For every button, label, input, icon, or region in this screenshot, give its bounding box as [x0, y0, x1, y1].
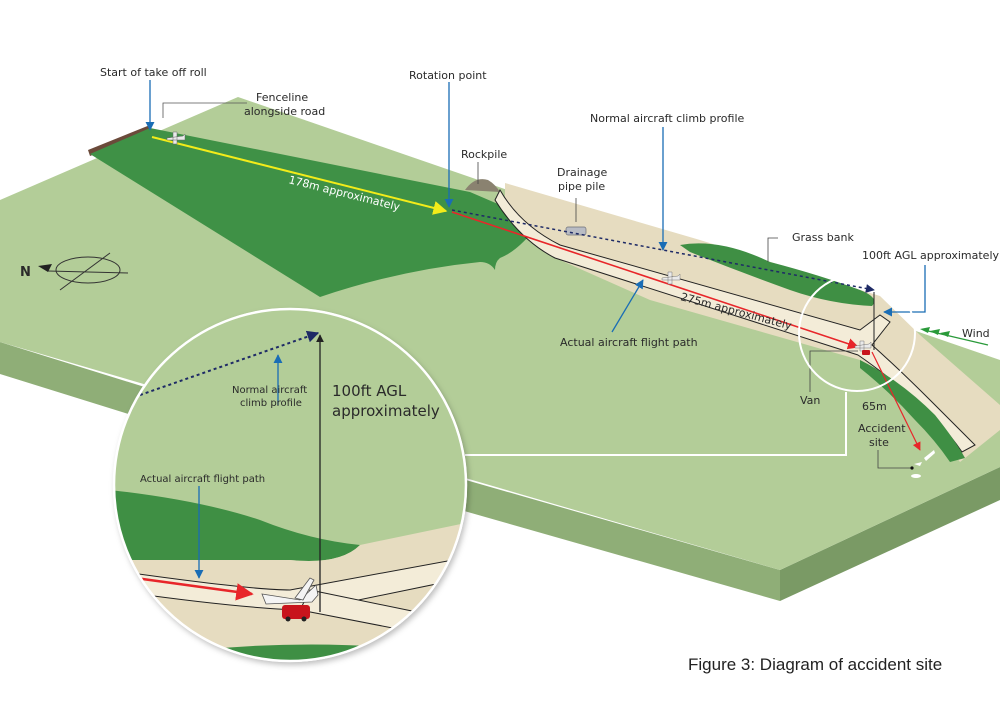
zoom-connector	[465, 392, 847, 456]
wreckage-icon	[911, 450, 935, 478]
inset-label-actual-path: Actual aircraft flight path	[140, 474, 265, 485]
road-surface	[494, 188, 976, 453]
grass-bank-lower	[860, 360, 965, 462]
accident-site-callout	[877, 450, 912, 469]
label-north: N	[20, 265, 31, 280]
takeoff-roll-line	[151, 136, 448, 215]
inset-label-agl-2: approximately	[332, 402, 440, 420]
label-wind: Wind	[962, 327, 990, 340]
fenceline-callout	[162, 102, 247, 118]
label-accident-1: Accident	[858, 422, 906, 435]
label-start-takeoff: Start of take off roll	[100, 66, 207, 79]
agl-callout	[883, 265, 926, 317]
label-65m: 65m	[862, 400, 887, 413]
label-agl: 100ft AGL approximately	[862, 249, 1000, 262]
actual-flight-path	[451, 211, 860, 350]
inset-border	[112, 307, 468, 663]
wind-arrow-icon	[920, 327, 989, 346]
north-compass-icon	[38, 252, 129, 291]
aircraft-midpath-icon	[661, 271, 681, 285]
label-van: Van	[800, 394, 820, 407]
grass-bank	[680, 243, 875, 306]
label-drainage-1: Drainage	[557, 166, 607, 179]
label-fenceline-1: Fenceline	[256, 91, 308, 104]
distance-65m-line	[871, 351, 921, 451]
airstrip-grass	[90, 128, 540, 297]
zoom-focus-circle	[798, 274, 916, 392]
aircraft-start-icon	[166, 131, 186, 145]
inset-van-icon	[282, 605, 310, 622]
label-normal-climb: Normal aircraft climb profile	[590, 112, 745, 125]
inset-label-normal-climb-2: climb profile	[240, 398, 302, 409]
label-rotation-point: Rotation point	[409, 69, 487, 82]
inset-content	[114, 309, 466, 661]
inset-aircraft-icon	[261, 577, 319, 605]
label-accident-2: site	[869, 436, 889, 449]
road-verge	[505, 183, 1000, 462]
label-drainage-2: pipe pile	[558, 180, 605, 193]
inset-label-normal-climb-1: Normal aircraft	[232, 385, 307, 396]
inset-label-agl-1: 100ft AGL	[332, 382, 407, 400]
actual-path-callout	[611, 279, 644, 333]
label-rockpile: Rockpile	[461, 148, 507, 161]
van-icon	[862, 350, 870, 355]
grass-bank-callout	[767, 237, 778, 262]
label-grass-bank: Grass bank	[792, 231, 854, 244]
label-actual-path: Actual aircraft flight path	[560, 336, 698, 349]
accident-site-marker	[910, 466, 914, 470]
field-side-right	[780, 467, 1000, 601]
rockpile	[465, 179, 500, 192]
label-fenceline-2: alongside road	[244, 105, 325, 118]
van-callout	[809, 350, 858, 392]
figure-caption: Figure 3: Diagram of accident site	[688, 655, 943, 674]
